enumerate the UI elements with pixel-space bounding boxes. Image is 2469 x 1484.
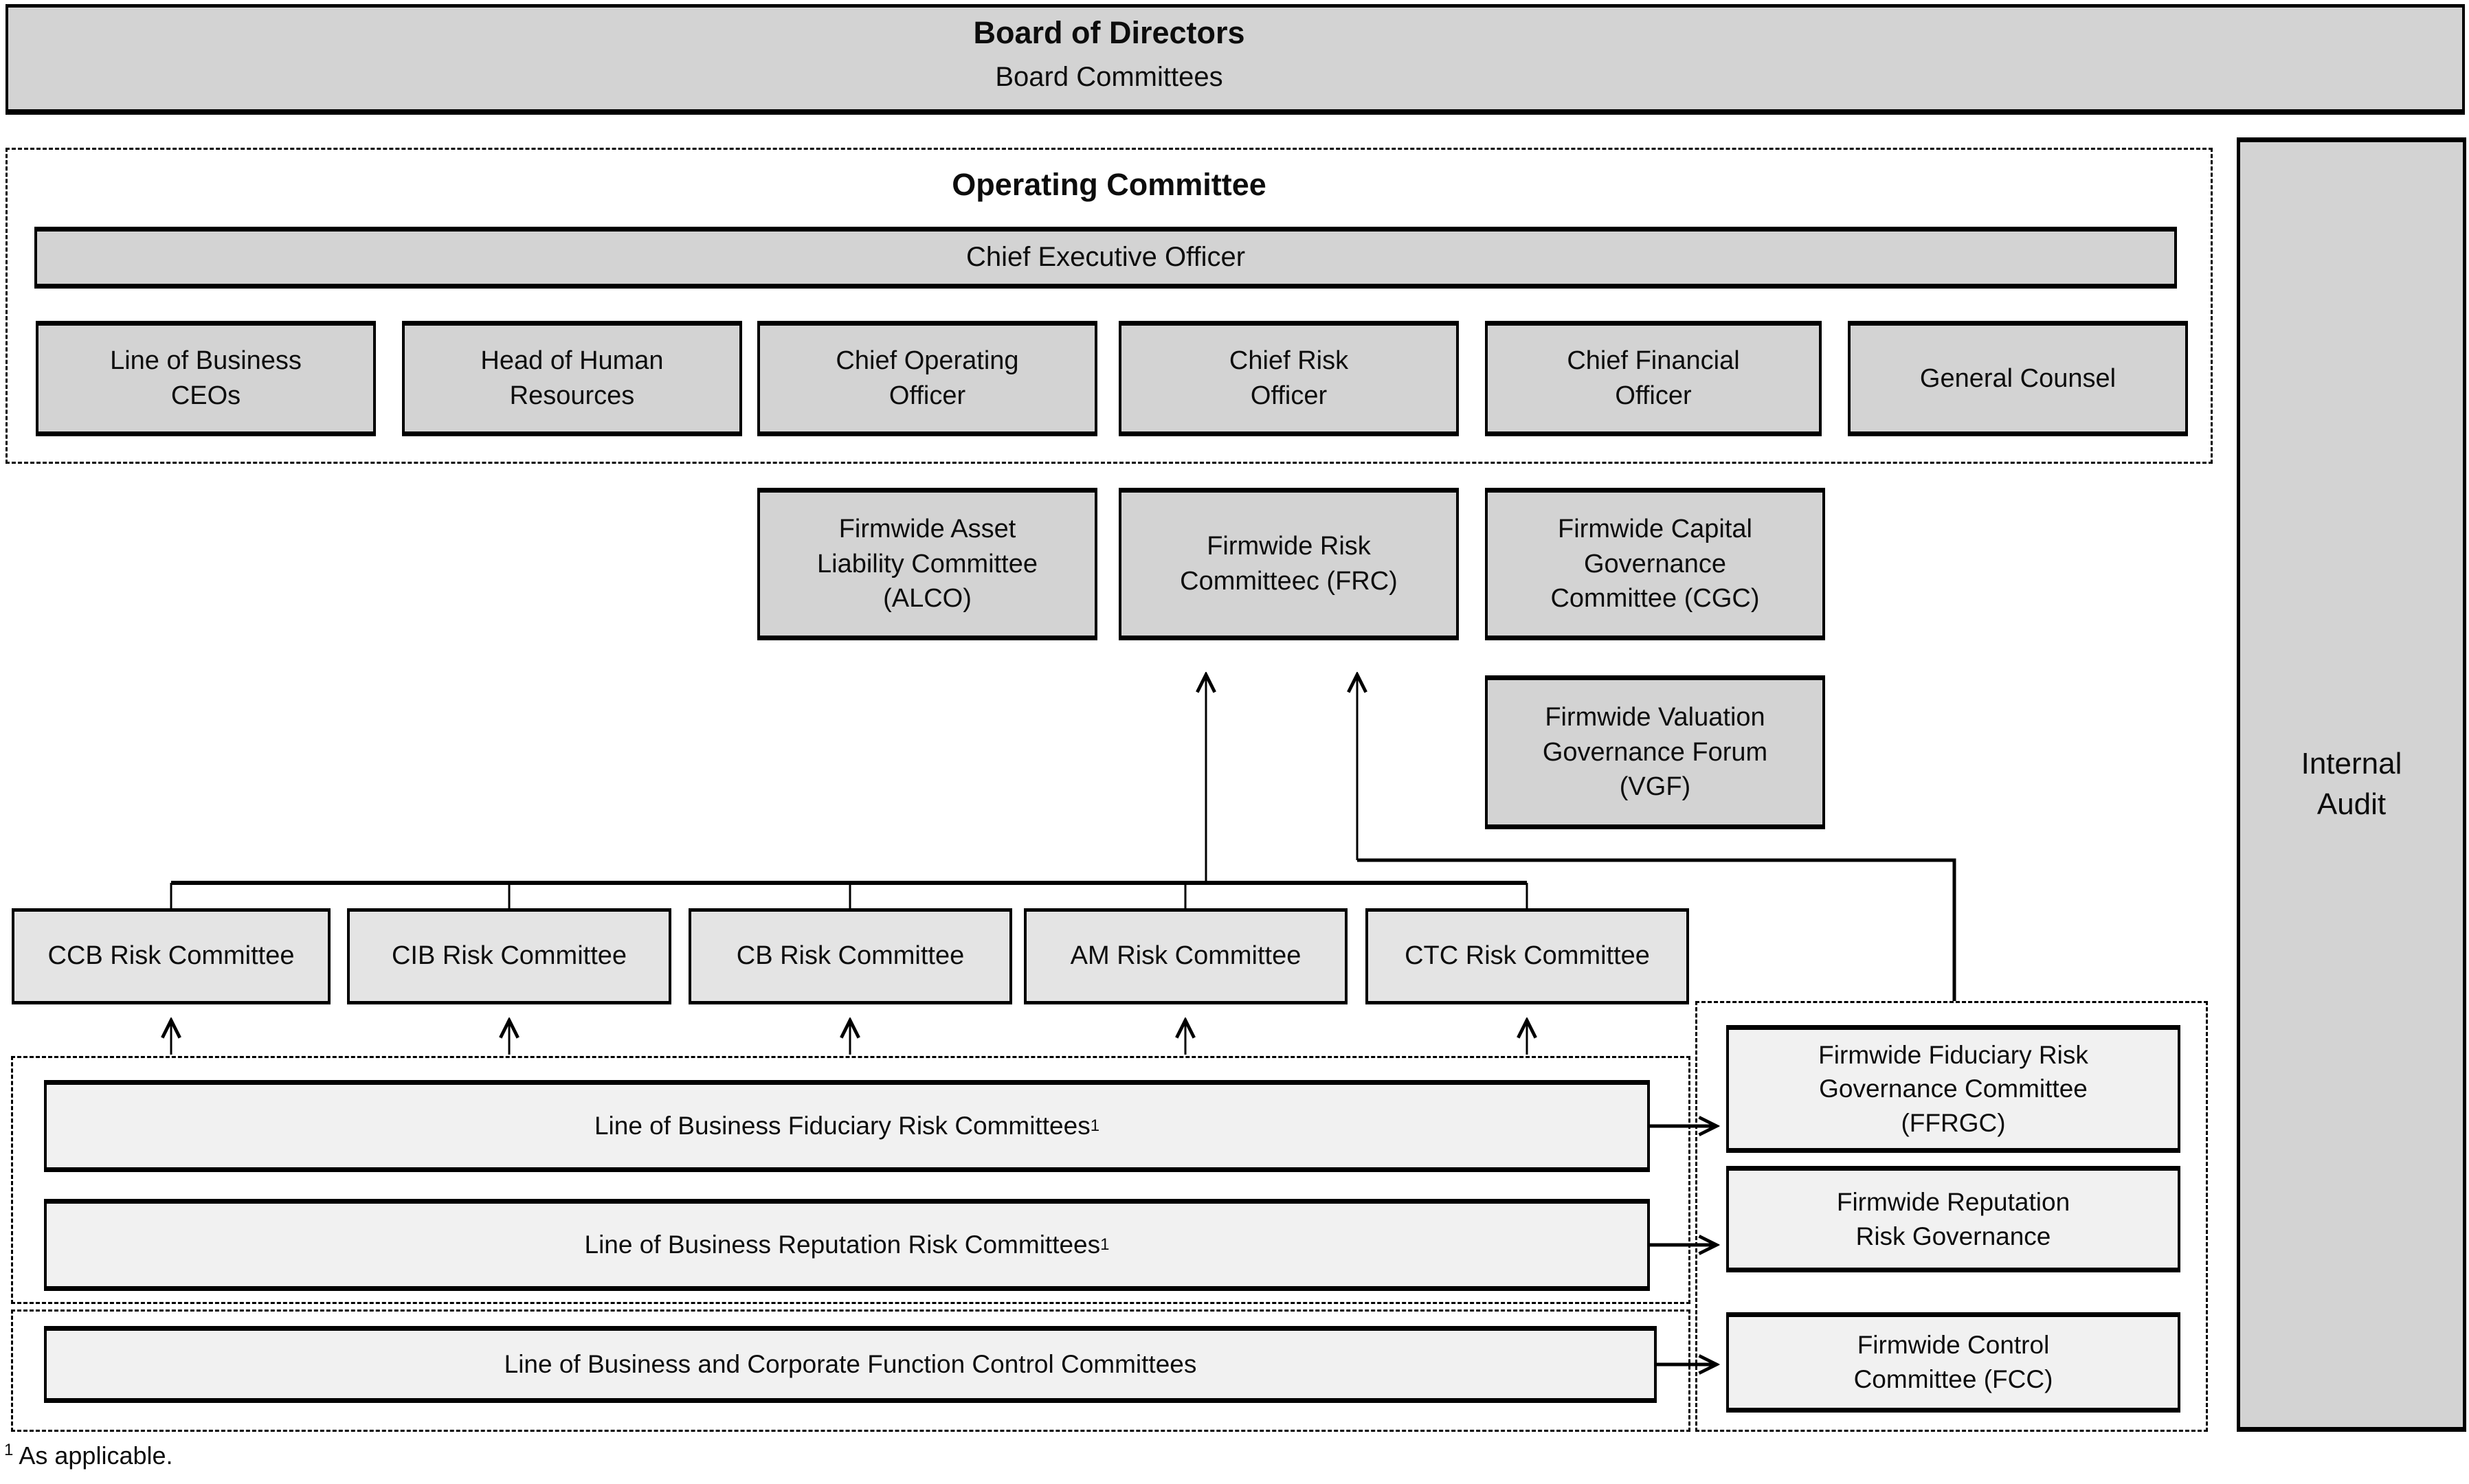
reputation-governance-label: Firmwide Reputation Risk Governance xyxy=(1836,1187,2070,1250)
officer-label: Chief Operating Officer xyxy=(836,346,1019,410)
board-of-directors-box xyxy=(5,4,2465,115)
lob-control-committees-container xyxy=(11,1309,1690,1432)
ceo-box: Chief Executive Officer xyxy=(34,227,2177,289)
lob-control-row: Line of Business and Corporate Function … xyxy=(44,1326,1657,1403)
lob-risk-committees-container xyxy=(11,1056,1690,1304)
cgc-box: Firmwide Capital Governance Committee (C… xyxy=(1485,488,1825,640)
lob-fiduciary-row: Line of Business Fiduciary Risk Committe… xyxy=(44,1080,1650,1172)
ctc-risk-committee-box: CTC Risk Committee xyxy=(1365,908,1689,1004)
firmwide-reputation-risk-governance-box: Firmwide Reputation Risk Governance xyxy=(1726,1166,2180,1272)
officer-label: Head of Human Resources xyxy=(480,346,664,410)
fcc-box: Firmwide Control Committee (FCC) xyxy=(1726,1312,2180,1413)
cgc-label: Firmwide Capital Governance Committee (C… xyxy=(1550,514,1760,614)
footnote-text: As applicable. xyxy=(13,1441,173,1470)
internal-audit-panel: Internal Audit xyxy=(2237,137,2466,1432)
officer-box-cfo: Chief Financial Officer xyxy=(1485,321,1822,436)
officer-label: General Counsel xyxy=(1919,363,2116,393)
ffrgc-label: Firmwide Fiduciary Risk Governance Commi… xyxy=(1818,1040,2088,1137)
risk-committee-label: CCB Risk Committee xyxy=(47,941,295,971)
officer-label: Chief Risk Officer xyxy=(1229,346,1349,410)
lob-fiduciary-label: Line of Business Fiduciary Risk Committe… xyxy=(594,1112,1091,1140)
ceo-label: Chief Executive Officer xyxy=(965,242,1246,273)
frc-box: Firmwide Risk Committeec (FRC) xyxy=(1119,488,1459,640)
operating-committee-title: Operating Committee xyxy=(952,167,1266,202)
officer-label: Line of Business CEOs xyxy=(110,346,302,410)
internal-audit-label: Internal Audit xyxy=(2301,747,2402,821)
officer-box-cro: Chief Risk Officer xyxy=(1119,321,1459,436)
risk-committee-label: CIB Risk Committee xyxy=(391,941,627,971)
officer-box-general-counsel: General Counsel xyxy=(1848,321,2188,436)
am-risk-committee-box: AM Risk Committee xyxy=(1024,908,1348,1004)
officer-box-hr: Head of Human Resources xyxy=(402,321,742,436)
risk-committee-label: CTC Risk Committee xyxy=(1405,941,1650,971)
alco-box: Firmwide Asset Liability Committee (ALCO… xyxy=(757,488,1097,640)
alco-label: Firmwide Asset Liability Committee (ALCO… xyxy=(817,514,1038,614)
officer-label: Chief Financial Officer xyxy=(1567,346,1740,410)
ccb-risk-committee-box: CCB Risk Committee xyxy=(12,908,331,1004)
footnote: 1 As applicable. xyxy=(4,1441,173,1470)
cib-risk-committee-box: CIB Risk Committee xyxy=(347,908,671,1004)
board-subtitle: Board Committees xyxy=(995,62,1223,92)
lob-control-label: Line of Business and Corporate Function … xyxy=(504,1350,1197,1379)
ffrgc-box: Firmwide Fiduciary Risk Governance Commi… xyxy=(1726,1025,2180,1153)
lob-reputation-row: Line of Business Reputation Risk Committ… xyxy=(44,1199,1650,1291)
footnote-marker: 1 xyxy=(4,1441,14,1459)
vgf-box: Firmwide Valuation Governance Forum (VGF… xyxy=(1485,675,1825,829)
fcc-label: Firmwide Control Committee (FCC) xyxy=(1853,1331,2053,1393)
board-title: Board of Directors xyxy=(973,15,1245,50)
risk-committee-label: CB Risk Committee xyxy=(736,941,965,971)
officer-box-coo: Chief Operating Officer xyxy=(757,321,1097,436)
risk-committee-label: AM Risk Committee xyxy=(1070,941,1301,971)
lob-reputation-label: Line of Business Reputation Risk Committ… xyxy=(584,1230,1101,1259)
operating-committee-container xyxy=(5,148,2213,464)
frc-label: Firmwide Risk Committeec (FRC) xyxy=(1180,532,1398,596)
cb-risk-committee-box: CB Risk Committee xyxy=(689,908,1012,1004)
vgf-label: Firmwide Valuation Governance Forum (VGF… xyxy=(1542,702,1768,802)
firmwide-governance-container xyxy=(1695,1001,2208,1432)
officer-box-lob-ceos: Line of Business CEOs xyxy=(36,321,376,436)
